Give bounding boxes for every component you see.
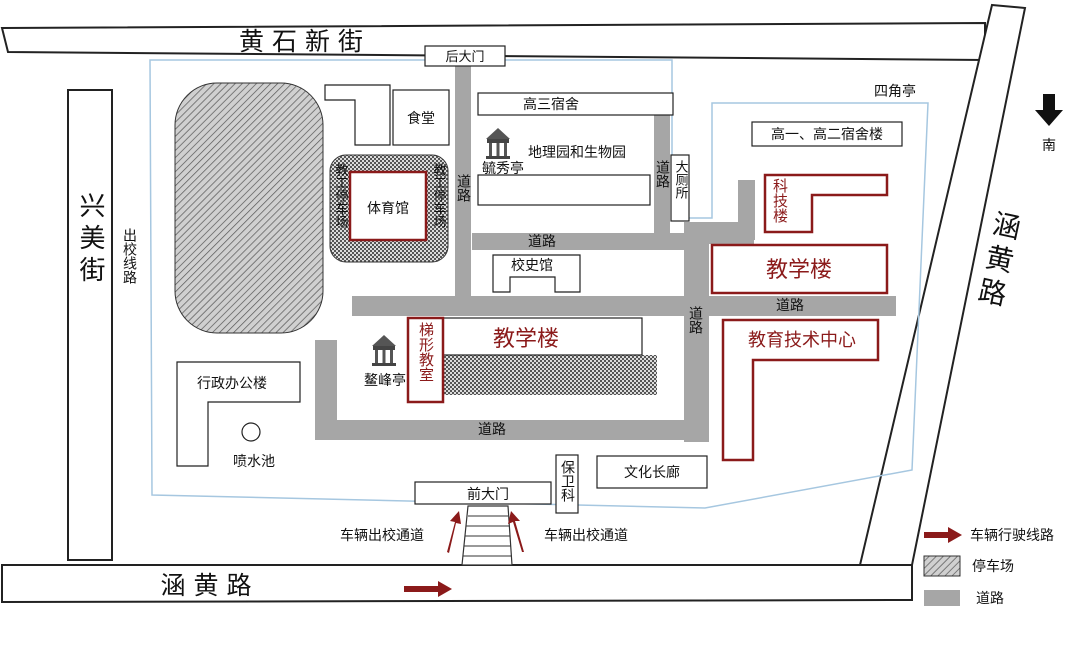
culture-corridor — [596, 455, 708, 489]
fountain-icon — [241, 422, 261, 442]
road-label-bottom: 道路 — [478, 422, 506, 438]
teaching-building-center — [441, 317, 643, 356]
vehicle-lane-label-right: 车辆出校通道 — [544, 527, 628, 544]
teaching-building-east-label: 教学楼 — [766, 258, 832, 283]
lecture-hall-shadow — [442, 355, 657, 395]
legend: 车辆行驶线路 停车场 道路 — [923, 527, 1054, 607]
yuxiu-pavilion-label: 毓秀亭 — [482, 160, 524, 177]
exit-route-label: 出校线路 — [121, 228, 137, 284]
lecture-hall-label: 梯形教室 — [417, 322, 435, 382]
lecture-hall — [406, 316, 445, 404]
edu-tech-center — [721, 318, 880, 462]
gym — [348, 170, 428, 242]
legend-parking-label: 停车场 — [972, 558, 1014, 575]
street-west-label: 兴美街 — [75, 192, 105, 288]
canteen — [392, 89, 450, 146]
senior12-dorm-label: 高一、高二宿舍楼 — [771, 126, 883, 143]
front-gate-label: 前大门 — [467, 486, 509, 503]
road-label-upper: 道路 — [528, 234, 556, 250]
street-south — [1, 564, 913, 604]
fountain-label: 喷水池 — [233, 454, 275, 470]
route-arrow-icon — [508, 511, 524, 552]
compass-label: 南 — [1042, 138, 1056, 154]
back-gate — [424, 45, 506, 67]
street-south-label: 涵黄路 — [160, 571, 259, 600]
legend-route-arrow-icon — [924, 527, 962, 543]
staff-parking-label-right: 教工停车场 — [431, 162, 447, 228]
road-label-east-horizontal: 道路 — [776, 298, 804, 314]
edu-tech-center-label: 教育技术中心 — [748, 330, 856, 351]
route-arrow-icon — [447, 511, 461, 553]
vehicle-lane-label-left: 车辆出校通道 — [340, 527, 424, 544]
lab-building — [477, 174, 651, 206]
toilet — [670, 154, 690, 222]
history-hall — [492, 254, 581, 293]
front-gate — [414, 481, 552, 505]
legend-road-swatch — [924, 590, 960, 606]
legend-parking-swatch — [923, 555, 961, 577]
road-label-north-vertical: 道路 — [455, 174, 471, 202]
route-arrow-icon — [404, 581, 452, 597]
legend-route-label: 车辆行驶线路 — [970, 527, 1054, 544]
guard-office — [555, 454, 579, 514]
gym-label: 体育馆 — [367, 201, 409, 217]
admin-building-label: 行政办公楼 — [197, 376, 267, 392]
vehicle-lane-stripes — [463, 515, 512, 557]
geo-bio-garden-label: 地理园和生物园 — [528, 145, 626, 161]
sijiao-pavilion-label: 四角亭 — [874, 83, 916, 100]
street-north-label: 黄石新街 — [239, 27, 371, 56]
south-arrow-icon — [1035, 94, 1063, 126]
teaching-building-east — [710, 243, 889, 295]
guard-office-label: 保卫科 — [559, 460, 575, 502]
senior3-dorm-label: 高三宿舍 — [523, 96, 579, 113]
legend-road-label: 道路 — [976, 591, 1004, 607]
aofeng-pavilion-label: 鳌峰亭 — [364, 372, 406, 389]
yuxiu-pavilion-icon — [486, 128, 510, 159]
sports-field — [174, 82, 324, 334]
teaching-building-center-label: 教学楼 — [493, 327, 559, 352]
road-network — [315, 62, 896, 442]
back-gate-label: 后大门 — [445, 50, 484, 65]
senior12-dorm — [751, 121, 903, 147]
senior3-dorm — [477, 92, 674, 116]
admin-building — [176, 361, 301, 467]
culture-corridor-label: 文化长廊 — [624, 464, 680, 481]
history-hall-label: 校史馆 — [511, 257, 553, 274]
staff-parking-label-left: 教工停车场 — [333, 162, 349, 228]
science-building — [763, 173, 889, 234]
street-west — [67, 89, 113, 561]
toilet-label: 大厕所 — [673, 160, 689, 199]
road-label-east-vertical: 道路 — [654, 160, 670, 188]
science-building-label: 科技楼 — [771, 178, 789, 223]
aofeng-pavilion-icon — [372, 335, 396, 366]
canteen-label: 食堂 — [407, 110, 435, 127]
road-label-center-vertical: 道路 — [687, 306, 703, 334]
service-building — [324, 84, 391, 146]
